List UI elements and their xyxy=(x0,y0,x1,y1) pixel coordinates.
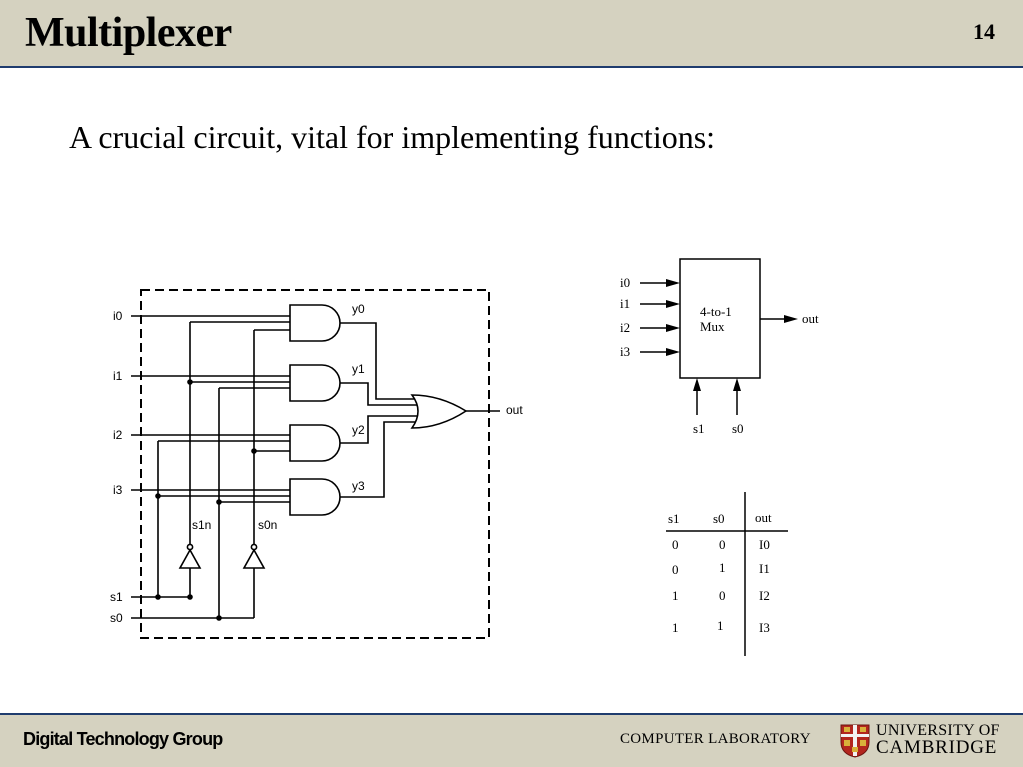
slide-subtitle: A crucial circuit, vital for implementin… xyxy=(69,119,716,155)
circuit-label-y1: y1 xyxy=(352,362,365,376)
s0-inverter xyxy=(242,548,266,569)
footer-lab-name: COMPUTER LABORATORY xyxy=(620,731,811,747)
block-text-line1: 4-to-1 xyxy=(700,304,732,319)
block-label-s1: s1 xyxy=(693,421,705,436)
block-label-i3: i3 xyxy=(620,344,630,359)
university-wordmark: UNIVERSITY OF CAMBRIDGE xyxy=(876,722,1000,758)
circuit-label-s0n: s0n xyxy=(258,518,277,532)
or-gate xyxy=(410,394,468,429)
footer-divider xyxy=(0,713,1023,715)
table-cell: 1 xyxy=(719,560,726,575)
table-cell: 0 xyxy=(672,537,679,552)
header-divider xyxy=(0,66,1023,68)
circuit-label-y0: y0 xyxy=(352,302,365,316)
university-line2: CAMBRIDGE xyxy=(876,737,998,758)
block-label-i1: i1 xyxy=(620,296,630,311)
circuit-label-y2: y2 xyxy=(352,423,365,437)
circuit-label-y3: y3 xyxy=(352,479,365,493)
circuit-label-s1: s1 xyxy=(110,590,123,604)
circuit-label-i0: i0 xyxy=(113,309,123,323)
table-header-s0: s0 xyxy=(713,511,725,526)
block-label-s0: s0 xyxy=(732,421,744,436)
footer-group-name: Digital Technology Group xyxy=(23,729,223,749)
block-text-line2: Mux xyxy=(700,319,725,334)
and-gate-3 xyxy=(289,478,341,516)
slide-number: 14 xyxy=(973,19,995,44)
block-label-i2: i2 xyxy=(620,320,630,335)
block-label-i0: i0 xyxy=(620,275,630,290)
table-header-s1: s1 xyxy=(668,511,680,526)
circuit-label-i2: i2 xyxy=(113,428,123,442)
table-cell: 0 xyxy=(719,537,726,552)
and-gate-0 xyxy=(289,304,341,342)
table-cell: I0 xyxy=(759,537,770,552)
table-cell: 0 xyxy=(672,562,679,577)
circuit-label-out: out xyxy=(506,403,523,417)
circuit-boundary xyxy=(140,289,490,639)
table-cell: 0 xyxy=(719,588,726,603)
and-gate-2 xyxy=(289,424,341,462)
table-cell: 1 xyxy=(672,620,679,635)
table-cell: 1 xyxy=(672,588,679,603)
circuit-label-i3: i3 xyxy=(113,483,123,497)
table-cell: I2 xyxy=(759,588,770,603)
university-line1: UNIVERSITY OF xyxy=(876,722,1000,739)
s1-inverter xyxy=(178,548,202,569)
table-cell: 1 xyxy=(717,618,724,633)
table-header-out: out xyxy=(755,510,772,525)
circuit-label-s0: s0 xyxy=(110,611,123,625)
table-cell: I3 xyxy=(759,620,770,635)
circuit-label-s1n: s1n xyxy=(192,518,211,532)
table-cell: I1 xyxy=(759,561,770,576)
header-bar xyxy=(0,0,1023,67)
and-gate-1 xyxy=(289,364,341,402)
slide-title: Multiplexer xyxy=(25,10,232,56)
block-label-out: out xyxy=(802,311,819,326)
circuit-label-i1: i1 xyxy=(113,369,123,383)
cambridge-crest-icon xyxy=(840,724,870,758)
